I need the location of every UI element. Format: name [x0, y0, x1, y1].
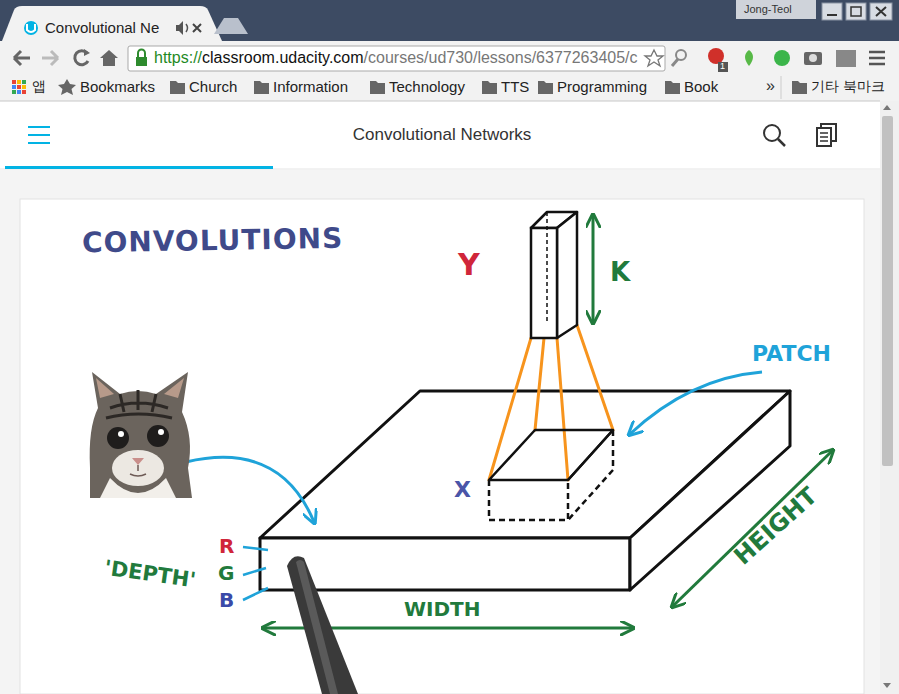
bookmark-folder: Church [189, 79, 237, 96]
bookmark-folder: Book [684, 79, 718, 96]
channel-label: G [218, 562, 234, 584]
badge-count: 1 [720, 62, 725, 72]
output-column: Y [528, 210, 580, 340]
bookmark-item: 앱 [32, 79, 46, 94]
node-label: X [454, 478, 471, 502]
dimension-label: K [610, 258, 630, 287]
bookmark-folder: Technology [389, 79, 465, 96]
receptive-field-lines [489, 325, 613, 480]
bookmark-folder: Information [273, 79, 348, 96]
input-patch: X [486, 428, 616, 522]
bookmark-folder: TTS [501, 79, 529, 96]
user-name: Jong-Teol [744, 3, 792, 15]
connector-line [577, 325, 613, 430]
dimension-label: WIDTH [404, 598, 480, 620]
bookmark-item: Bookmarks [80, 79, 155, 96]
url-host: classroom.udacity.com [202, 49, 364, 67]
connector-line [557, 338, 568, 480]
url-path: /courses/ud730/lessons/6377263405/c [364, 49, 638, 67]
output-column-shape [528, 210, 580, 340]
overflow-chevron: » [766, 77, 775, 95]
node-label: Y [458, 248, 480, 281]
channel-label: R [219, 535, 234, 557]
connector-line [535, 338, 544, 430]
url-scheme: https:// [154, 49, 202, 67]
bookmark-folder: Programming [557, 79, 647, 96]
address-bar-text: https://classroom.udacity.com/courses/ud… [154, 47, 644, 69]
page-header: Convolutional Networks [353, 126, 532, 145]
diagram-title: CONVOLUTIONS [82, 224, 344, 259]
bookmark-folder: 기타 북마크 [811, 79, 885, 94]
callout-label: PATCH [752, 342, 831, 366]
channel-label: B [219, 589, 234, 611]
input-patch-shape [486, 428, 616, 522]
tab-title: Convolutional Ne [45, 20, 159, 37]
